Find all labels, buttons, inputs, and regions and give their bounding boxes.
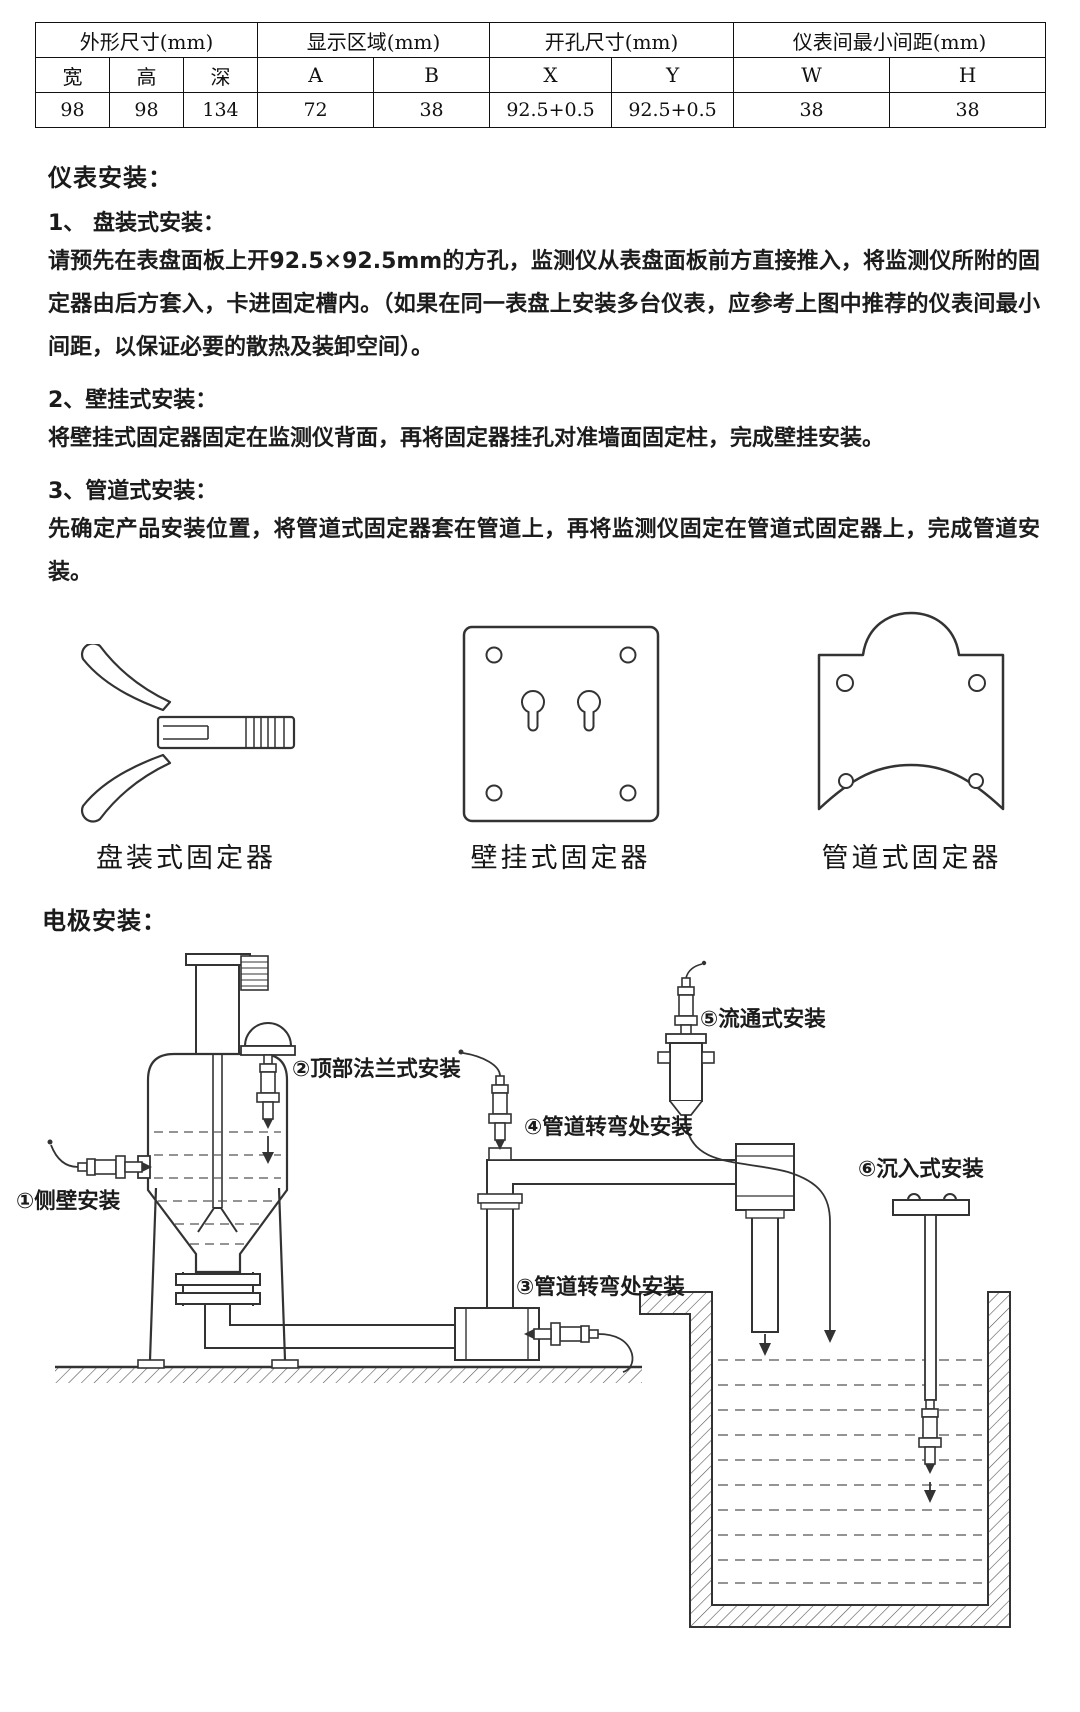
pipe-mount-body: 先确定产品安装位置，将管道式固定器套在管道上，再将监测仪固定在管道式固定器上，完… bbox=[48, 517, 1040, 586]
mount-hole bbox=[838, 772, 854, 789]
table-header-row: 宽 高 深 A B X Y W H bbox=[35, 57, 1047, 93]
sump-water-lines bbox=[718, 1359, 982, 1584]
panel-fixer-figure: 盘装式固定器 bbox=[60, 643, 312, 875]
table-header-cell: W bbox=[733, 57, 891, 93]
table-group-row: 外形尺寸(mm) 显示区域(mm) 开孔尺寸(mm) 仪表间最小间距(mm) bbox=[34, 22, 1047, 58]
electrode-installation-diagram: ①侧壁安装 ②顶部法兰式安装 ③管道转弯处安装 ④管道转弯处安装 ⑤流通式安装 … bbox=[16, 952, 1011, 1628]
flow-cell-body bbox=[669, 1041, 703, 1102]
panel-mount-title: 1、 盘装式安装： bbox=[48, 211, 225, 236]
electrode-label-2: ②顶部法兰式安装 bbox=[292, 1056, 461, 1082]
table-header-cell: H bbox=[889, 57, 1047, 93]
mount-hole bbox=[485, 784, 502, 802]
table-value-cell: 134 bbox=[182, 92, 259, 128]
mount-hole bbox=[968, 772, 984, 789]
stirrer bbox=[197, 1206, 238, 1233]
wall-mount-body: 将壁挂式固定器固定在监测仪背面，再将固定器挂孔对准墙面固定柱，完成壁挂安装。 bbox=[48, 426, 885, 452]
table-group-outline: 外形尺寸(mm) bbox=[34, 22, 259, 58]
table-value-cell: 98 bbox=[109, 92, 184, 128]
mount-hole bbox=[485, 646, 502, 664]
keyhole-slot bbox=[576, 689, 601, 732]
vessel-liquid-lines bbox=[154, 1131, 281, 1245]
table-header-cell: 宽 bbox=[35, 57, 110, 93]
electrode-4-cable bbox=[462, 1052, 501, 1077]
table-value-cell: 38 bbox=[889, 92, 1047, 128]
table-value-cell: 38 bbox=[733, 92, 891, 128]
pipe-fixer-figure: 管道式固定器 bbox=[809, 609, 1014, 875]
table-value-cell: 38 bbox=[373, 92, 491, 128]
table-header-cell: B bbox=[373, 57, 491, 93]
ground-hatch bbox=[55, 1367, 642, 1383]
table-group-cutout: 开孔尺寸(mm) bbox=[489, 22, 735, 58]
table-group-spacing: 仪表间最小间距(mm) bbox=[733, 22, 1047, 58]
table-group-display: 显示区域(mm) bbox=[257, 22, 491, 58]
panel-mount-body: 请预先在表盘面板上开92.5×92.5mm的方孔，监测仪从表盘面板前方直接推入，… bbox=[48, 249, 1040, 360]
table-value-row: 98 98 134 72 38 92.5+0.5 92.5+0.5 38 38 bbox=[35, 92, 1047, 128]
mount-hole bbox=[619, 784, 636, 802]
panel-fixer-drawing bbox=[80, 643, 296, 823]
electrode-label-4: ④管道转弯处安装 bbox=[524, 1114, 693, 1140]
electrode-1-cable bbox=[50, 1144, 79, 1168]
table-header-cell: A bbox=[257, 57, 375, 93]
electrode-label-1: ①侧壁安装 bbox=[16, 1188, 121, 1214]
keyhole-slot bbox=[520, 689, 545, 732]
wall-fixer-caption: 壁挂式固定器 bbox=[470, 842, 651, 874]
sump-tank-walls bbox=[639, 1290, 1011, 1628]
submersion-bracket bbox=[892, 1198, 970, 1216]
wall-fixer-figure: 壁挂式固定器 bbox=[461, 624, 661, 875]
fixer-figures-row: 盘装式固定器 壁挂式固定器 管道式固定器 bbox=[0, 609, 1080, 875]
table-header-cell: X bbox=[489, 57, 613, 93]
pipe-fixer-drawing bbox=[817, 611, 1005, 811]
electrode-label-6: ⑥沉入式安装 bbox=[858, 1156, 984, 1182]
mount-hole bbox=[836, 673, 854, 692]
electrode-label-3: ③管道转弯处安装 bbox=[516, 1274, 685, 1300]
table-header-cell: 高 bbox=[109, 57, 184, 93]
electrode-label-5: ⑤流通式安装 bbox=[700, 1006, 826, 1032]
mount-hole bbox=[619, 646, 636, 664]
panel-fixer-caption: 盘装式固定器 bbox=[96, 842, 276, 874]
table-value-cell: 72 bbox=[257, 92, 375, 128]
wall-mount-title: 2、壁挂式安装： bbox=[48, 387, 218, 413]
electrode-5-cable bbox=[685, 1123, 831, 1332]
table-header-cell: 深 bbox=[182, 57, 259, 93]
electrode-6-submersion bbox=[918, 1399, 942, 1475]
electrode-2-dome bbox=[243, 1021, 293, 1047]
mount-hole bbox=[968, 673, 986, 692]
vent-fitting bbox=[240, 955, 269, 991]
meter-install-section: 仪表安装： 1、 盘装式安装： 请预先在表盘面板上开92.5×92.5mm的方孔… bbox=[0, 158, 1080, 595]
pipe-mount-title: 3、管道式安装： bbox=[48, 478, 218, 504]
table-value-cell: 98 bbox=[35, 92, 110, 128]
electrode-4-bend bbox=[488, 1075, 512, 1151]
table-value-cell: 92.5+0.5 bbox=[489, 92, 613, 128]
upper-tee bbox=[735, 1142, 795, 1211]
dimensions-table: 外形尺寸(mm) 显示区域(mm) 开孔尺寸(mm) 仪表间最小间距(mm) 宽… bbox=[34, 22, 1047, 128]
wall-fixer-drawing bbox=[462, 625, 659, 823]
pipe-fixer-caption: 管道式固定器 bbox=[821, 842, 1002, 874]
meter-install-title: 仪表安装： bbox=[48, 164, 173, 192]
electrode-3-cable bbox=[597, 1333, 634, 1373]
electrode-install-title: 电极安装： bbox=[42, 906, 167, 935]
table-value-cell: 92.5+0.5 bbox=[611, 92, 735, 128]
table-header-cell: Y bbox=[611, 57, 735, 93]
